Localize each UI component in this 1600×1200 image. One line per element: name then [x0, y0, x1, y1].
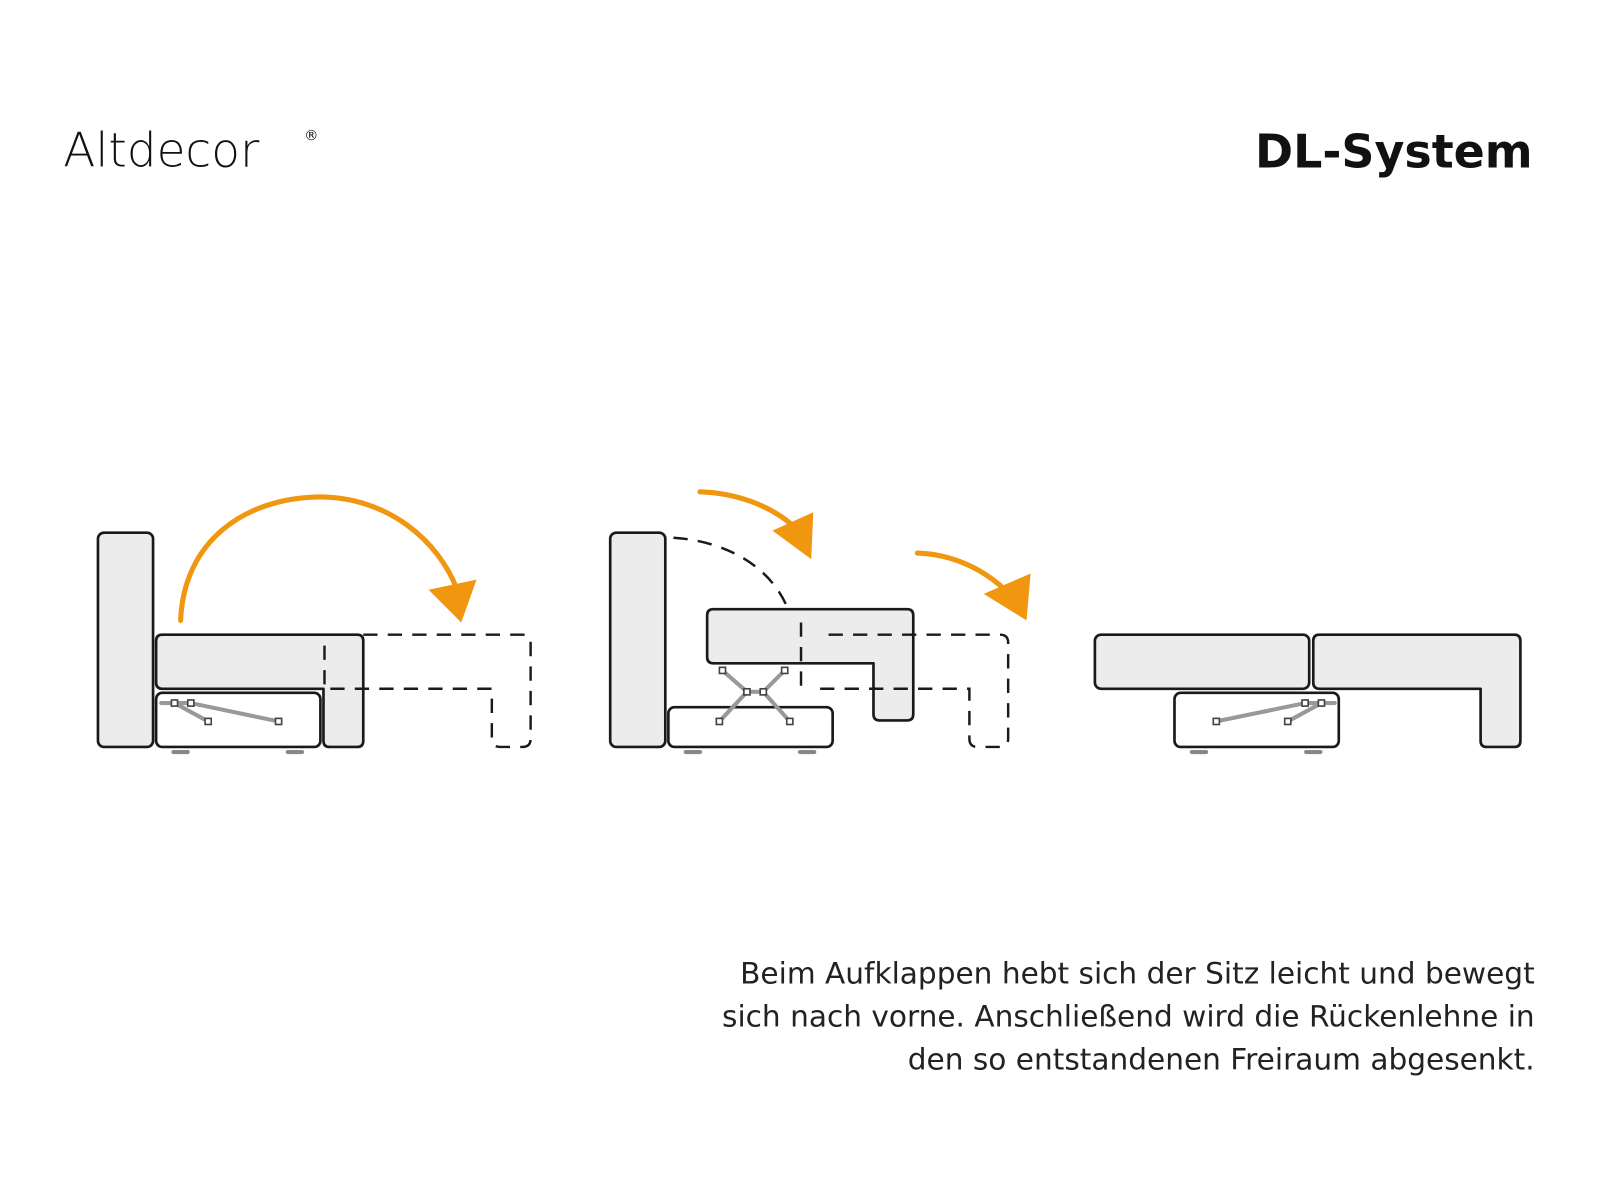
base-box	[154, 691, 322, 749]
foot	[797, 750, 817, 755]
seat-cushion	[1311, 633, 1522, 749]
foot	[285, 750, 305, 755]
description: Beim Aufklappen hebt sich der Sitz leich…	[722, 957, 1535, 1077]
arrow-head-icon	[772, 512, 814, 560]
step-1-closed	[96, 494, 532, 755]
foot	[171, 750, 190, 755]
seat-arrow	[914, 550, 1008, 593]
description-line: Beim Aufklappen hebt sich der Sitz leich…	[740, 957, 1535, 991]
foot	[1304, 750, 1323, 755]
brand-logo: Altdecor	[63, 123, 260, 178]
page-title: DL-System	[1255, 124, 1533, 178]
backrest-path-outline	[673, 536, 792, 618]
arrow-head-icon	[983, 573, 1031, 621]
seat-cushion	[705, 607, 915, 722]
step-3-bed	[1093, 633, 1522, 755]
seat-cushion	[154, 633, 365, 749]
description-line: den so entstandenen Freiraum abgesenkt.	[908, 1042, 1535, 1076]
foot	[1189, 750, 1209, 755]
unfolded-outline	[799, 622, 1010, 749]
description-line: sich nach vorne. Anschließend wird die R…	[722, 1000, 1535, 1034]
mechanism	[1212, 699, 1337, 726]
registered-mark: ®	[304, 128, 318, 144]
unfolded-outline	[323, 633, 532, 749]
base-box	[667, 705, 834, 749]
backrest	[608, 531, 667, 749]
base-box	[1173, 691, 1341, 749]
rotation-arrow	[178, 494, 460, 623]
backrest-lowered	[1093, 633, 1311, 691]
mechanism	[159, 699, 283, 726]
arrow-head-icon	[428, 579, 477, 623]
mechanism	[715, 666, 794, 726]
foot	[683, 750, 703, 755]
backrest	[96, 531, 155, 749]
backrest-arrow	[697, 489, 797, 530]
step-2-seat-forward	[608, 489, 1031, 755]
